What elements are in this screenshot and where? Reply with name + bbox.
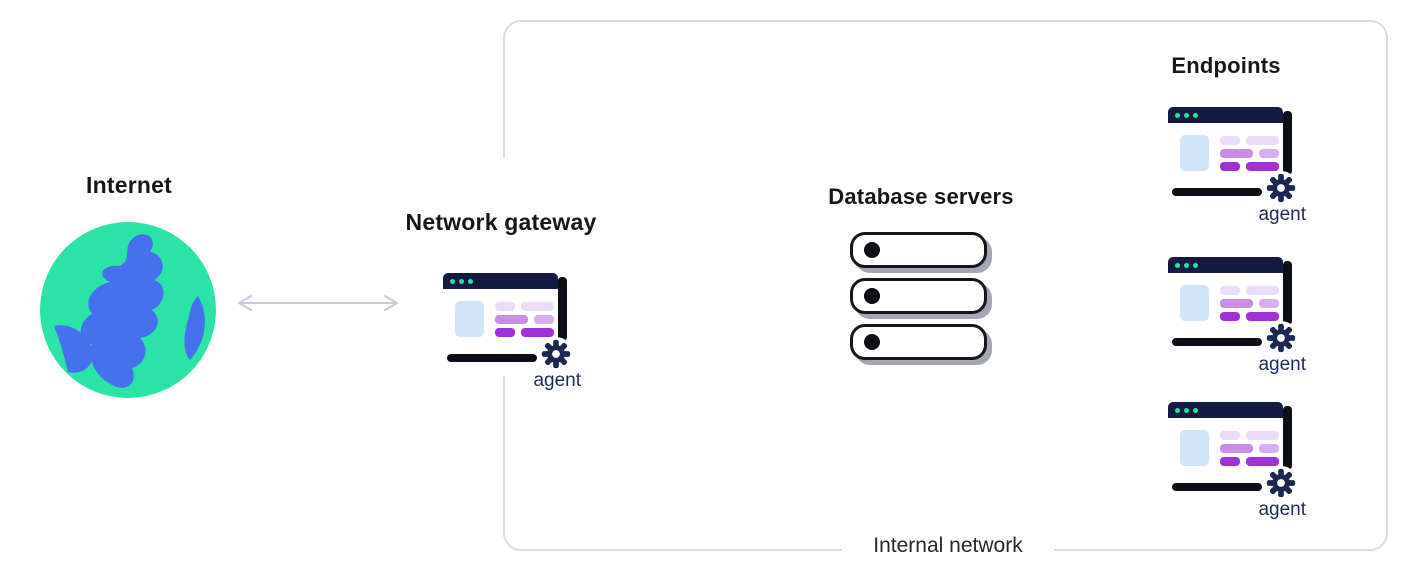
window-titlebar <box>1168 107 1283 123</box>
window-sidebar-pane <box>455 301 484 337</box>
server-icon <box>850 278 987 314</box>
browser-window-icon <box>1168 257 1298 355</box>
content-bar <box>495 302 515 311</box>
gear-icon <box>1264 321 1298 355</box>
content-bar <box>1259 299 1279 308</box>
gear-icon <box>1264 171 1298 205</box>
content-bar <box>1246 312 1279 321</box>
browser-window-icon <box>1168 107 1298 205</box>
bidirectional-arrow-icon <box>238 295 398 311</box>
gateway-agent-label: agent <box>533 370 581 391</box>
window-dot-icon <box>1193 407 1198 413</box>
window-bottom-bar <box>1172 188 1262 196</box>
database-servers-label: Database servers <box>828 184 1014 209</box>
content-bar <box>1246 286 1279 295</box>
endpoint-agent-label: agent <box>1258 204 1306 225</box>
globe-icon <box>40 222 216 398</box>
content-bar <box>1220 149 1253 158</box>
internet-label: Internet <box>86 172 172 198</box>
content-bar <box>1220 457 1240 466</box>
window-sidebar-pane <box>1180 285 1209 321</box>
window-dot-icon <box>1193 262 1198 268</box>
window-dot-icon <box>468 278 473 284</box>
window-sidebar-pane <box>1180 430 1209 466</box>
gear-icon <box>539 337 573 371</box>
window-dot-icon <box>450 278 455 284</box>
window-titlebar <box>1168 402 1283 418</box>
server-led-icon <box>864 334 880 350</box>
window-shadow <box>1283 111 1292 175</box>
server-icon <box>850 232 987 268</box>
network-gateway-label: Network gateway <box>405 209 597 235</box>
window-bottom-bar <box>1172 338 1262 346</box>
window-shadow <box>1283 261 1292 325</box>
content-bar <box>521 328 554 337</box>
content-bar <box>1220 136 1240 145</box>
window-dot-icon <box>1175 407 1180 413</box>
content-bar <box>1220 299 1253 308</box>
content-bar <box>1220 286 1240 295</box>
server-icon <box>850 324 987 360</box>
window-titlebar <box>443 273 558 289</box>
content-bar <box>534 315 554 324</box>
browser-window-icon <box>1168 402 1298 500</box>
window-dot-icon <box>1193 112 1198 118</box>
content-bar <box>1220 312 1240 321</box>
endpoint-agent-label: agent <box>1258 354 1306 375</box>
window-bottom-bar <box>447 354 537 362</box>
content-bar <box>1220 444 1253 453</box>
internal-network-label: Internal network <box>842 533 1054 559</box>
server-led-icon <box>864 288 880 304</box>
content-bar <box>1220 162 1240 171</box>
window-dot-icon <box>1175 262 1180 268</box>
window-dot-icon <box>1184 112 1189 118</box>
window-sidebar-pane <box>1180 135 1209 171</box>
content-bar <box>1259 444 1279 453</box>
window-dot-icon <box>1175 112 1180 118</box>
window-titlebar <box>1168 257 1283 273</box>
endpoint-node: agent <box>1168 257 1306 381</box>
endpoint-agent-label: agent <box>1258 499 1306 520</box>
window-shadow <box>558 277 567 341</box>
content-bar <box>1259 149 1279 158</box>
browser-window-icon <box>443 273 573 371</box>
content-bar <box>1246 162 1279 171</box>
endpoint-node: agent <box>1168 107 1306 231</box>
content-bar <box>495 328 515 337</box>
content-bar <box>1246 431 1279 440</box>
content-bar <box>1246 136 1279 145</box>
gear-icon <box>1264 466 1298 500</box>
window-shadow <box>1283 406 1292 470</box>
window-dot-icon <box>459 278 464 284</box>
content-bar <box>1220 431 1240 440</box>
endpoint-node: agent <box>1168 402 1306 526</box>
window-bottom-bar <box>1172 483 1262 491</box>
server-led-icon <box>864 242 880 258</box>
network-gateway-node: agent <box>443 273 581 397</box>
content-bar <box>521 302 554 311</box>
database-servers-stack <box>850 232 987 370</box>
window-dot-icon <box>1184 262 1189 268</box>
window-dot-icon <box>1184 407 1189 413</box>
endpoints-label: Endpoints <box>1171 53 1281 78</box>
content-bar <box>1246 457 1279 466</box>
content-bar <box>495 315 528 324</box>
